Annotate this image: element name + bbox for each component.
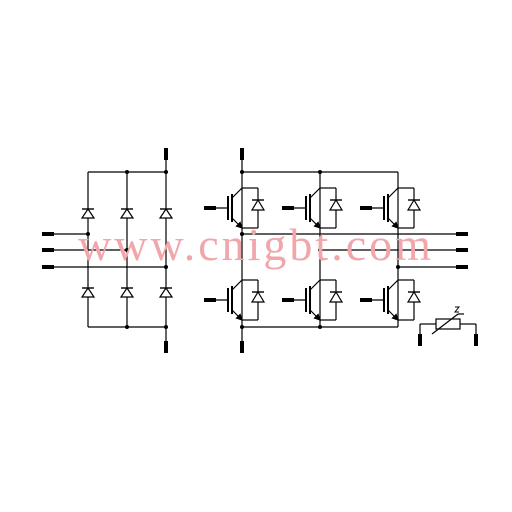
ac-input-terminal-1 <box>42 232 54 236</box>
rectifier-terminals <box>42 148 168 353</box>
ac-output-terminal-w <box>456 265 468 269</box>
rectifier-diode-1 <box>80 207 96 219</box>
gate-terminal-4 <box>204 298 216 302</box>
rectifier-diode-4 <box>80 286 96 298</box>
rectifier-diode-5 <box>119 286 135 298</box>
ac-input-terminal-2 <box>42 248 54 252</box>
ac-output-terminal-u <box>456 232 468 236</box>
ntc-thermistor-icon <box>419 306 477 338</box>
dc-minus-terminal <box>164 341 168 353</box>
ac-output-terminal-v <box>456 248 468 252</box>
thermistor-terminals <box>418 334 478 346</box>
gate-terminal-6 <box>360 298 372 302</box>
rectifier-diode-2 <box>119 207 135 219</box>
dc-plus-terminal <box>164 148 168 160</box>
rectifier-diode-6 <box>158 286 174 298</box>
thermistor-terminal-2 <box>474 334 478 346</box>
gate-terminal-5 <box>282 298 294 302</box>
igbt-switch-1 <box>206 187 266 229</box>
igbt-switch-6 <box>362 279 422 321</box>
gate-terminal-2 <box>282 206 294 210</box>
inverter-bridge <box>241 150 462 352</box>
thermistor-terminal-1 <box>418 334 422 346</box>
rectifier-bridge <box>48 150 167 352</box>
gate-terminal-3 <box>360 206 372 210</box>
inverter-dc-minus-terminal <box>240 341 244 353</box>
gate-terminal-1 <box>204 206 216 210</box>
rectifier-diode-3 <box>158 207 174 219</box>
inverter-terminals <box>204 148 468 353</box>
ac-input-terminal-3 <box>42 265 54 269</box>
igbt-switch-3 <box>362 187 422 229</box>
inverter-dc-plus-terminal <box>240 148 244 160</box>
